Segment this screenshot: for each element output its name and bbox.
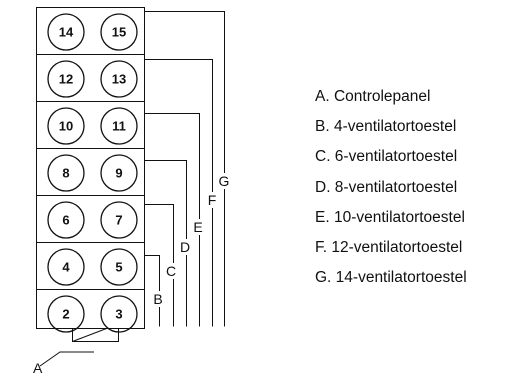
fan-13: 13 [100, 60, 138, 98]
bracket-label-g: G [219, 173, 230, 189]
fan-circle [47, 248, 85, 286]
fan-3: 3 [100, 295, 138, 333]
fan-circle [47, 13, 85, 51]
fan-12: 12 [47, 60, 85, 98]
legend-item: A. Controlepanel [315, 88, 431, 105]
bracket-label-backdrop [179, 239, 191, 255]
fan-circle [100, 201, 138, 239]
fan-number: 10 [59, 119, 73, 134]
legend-item: C. 6-ventilatortoestel [315, 148, 458, 166]
fan-number: 14 [59, 25, 74, 40]
fan-circle [47, 60, 85, 98]
bracket-label-backdrop [218, 173, 230, 189]
fan-5: 5 [100, 248, 138, 286]
bracket-line-c [144, 204, 174, 327]
bracket-line-d [144, 160, 187, 327]
fan-circle [100, 60, 138, 98]
fan-number: 5 [115, 260, 122, 275]
fan-4: 4 [47, 248, 85, 286]
legend-item: E. 10-ventilatortoestel [315, 208, 465, 226]
control-panel [72, 328, 119, 342]
cabinet-outline [36, 7, 145, 329]
fan-number: 6 [62, 213, 69, 228]
bracket-label-b: B [153, 291, 162, 307]
fan-circle [47, 107, 85, 145]
bracket-label-backdrop [192, 219, 204, 235]
fan-6: 6 [47, 201, 85, 239]
bracket-label-f: F [208, 192, 217, 208]
legend-item: F. 12-ventilatortoestel [315, 238, 463, 256]
fan-number: 7 [115, 213, 122, 228]
fan-circle [100, 248, 138, 286]
fan-grid: 14 15 12 13 10 11 8 9 6 7 4 5 2 3 [47, 13, 138, 333]
bracket-line-g [144, 11, 225, 327]
fan-number: 11 [112, 119, 126, 134]
legend-item: G. 14-ventilatortoestel [315, 269, 467, 287]
control-panel-diagonal [72, 328, 107, 342]
fan-circle [100, 295, 138, 333]
fan-number: 9 [115, 166, 122, 181]
legend-item: D. 8-ventilatortoestel [315, 178, 458, 196]
callout-leader [39, 351, 94, 367]
bracket-label-backdrop [165, 263, 177, 279]
fan-15: 15 [100, 13, 138, 51]
fan-circle [100, 107, 138, 145]
bracket-line-e [144, 113, 200, 327]
fan-number: 15 [112, 25, 126, 40]
legend-list: A. Controlepanel B. 4-ventilatortoestel … [315, 82, 467, 293]
callout-label: A [33, 360, 43, 376]
fan-2: 2 [47, 295, 85, 333]
fan-number: 3 [115, 307, 122, 322]
fan-11: 11 [100, 107, 138, 145]
fan-10: 10 [47, 107, 85, 145]
fan-number: 12 [59, 72, 73, 87]
legend-item: B. 4-ventilatortoestel [315, 118, 457, 136]
fan-number: 13 [112, 72, 126, 87]
fan-circle [100, 154, 138, 192]
bracket-label-d: D [180, 239, 190, 255]
bracket-line-f [144, 59, 213, 327]
bracket-label-backdrop [206, 192, 218, 208]
fan-8: 8 [47, 154, 85, 192]
bracket-label-backdrop [152, 291, 164, 307]
fan-7: 7 [100, 201, 138, 239]
fan-circle [100, 13, 138, 51]
fan-9: 9 [100, 154, 138, 192]
fan-number: 4 [62, 260, 70, 275]
fan-circle [47, 154, 85, 192]
fan-14: 14 [47, 13, 85, 51]
bracket-label-e: E [193, 219, 202, 235]
bracket-label-c: C [166, 263, 176, 279]
fan-circle [47, 201, 85, 239]
fan-number: 2 [62, 307, 69, 322]
fan-circle [47, 295, 85, 333]
fan-number: 8 [62, 166, 69, 181]
